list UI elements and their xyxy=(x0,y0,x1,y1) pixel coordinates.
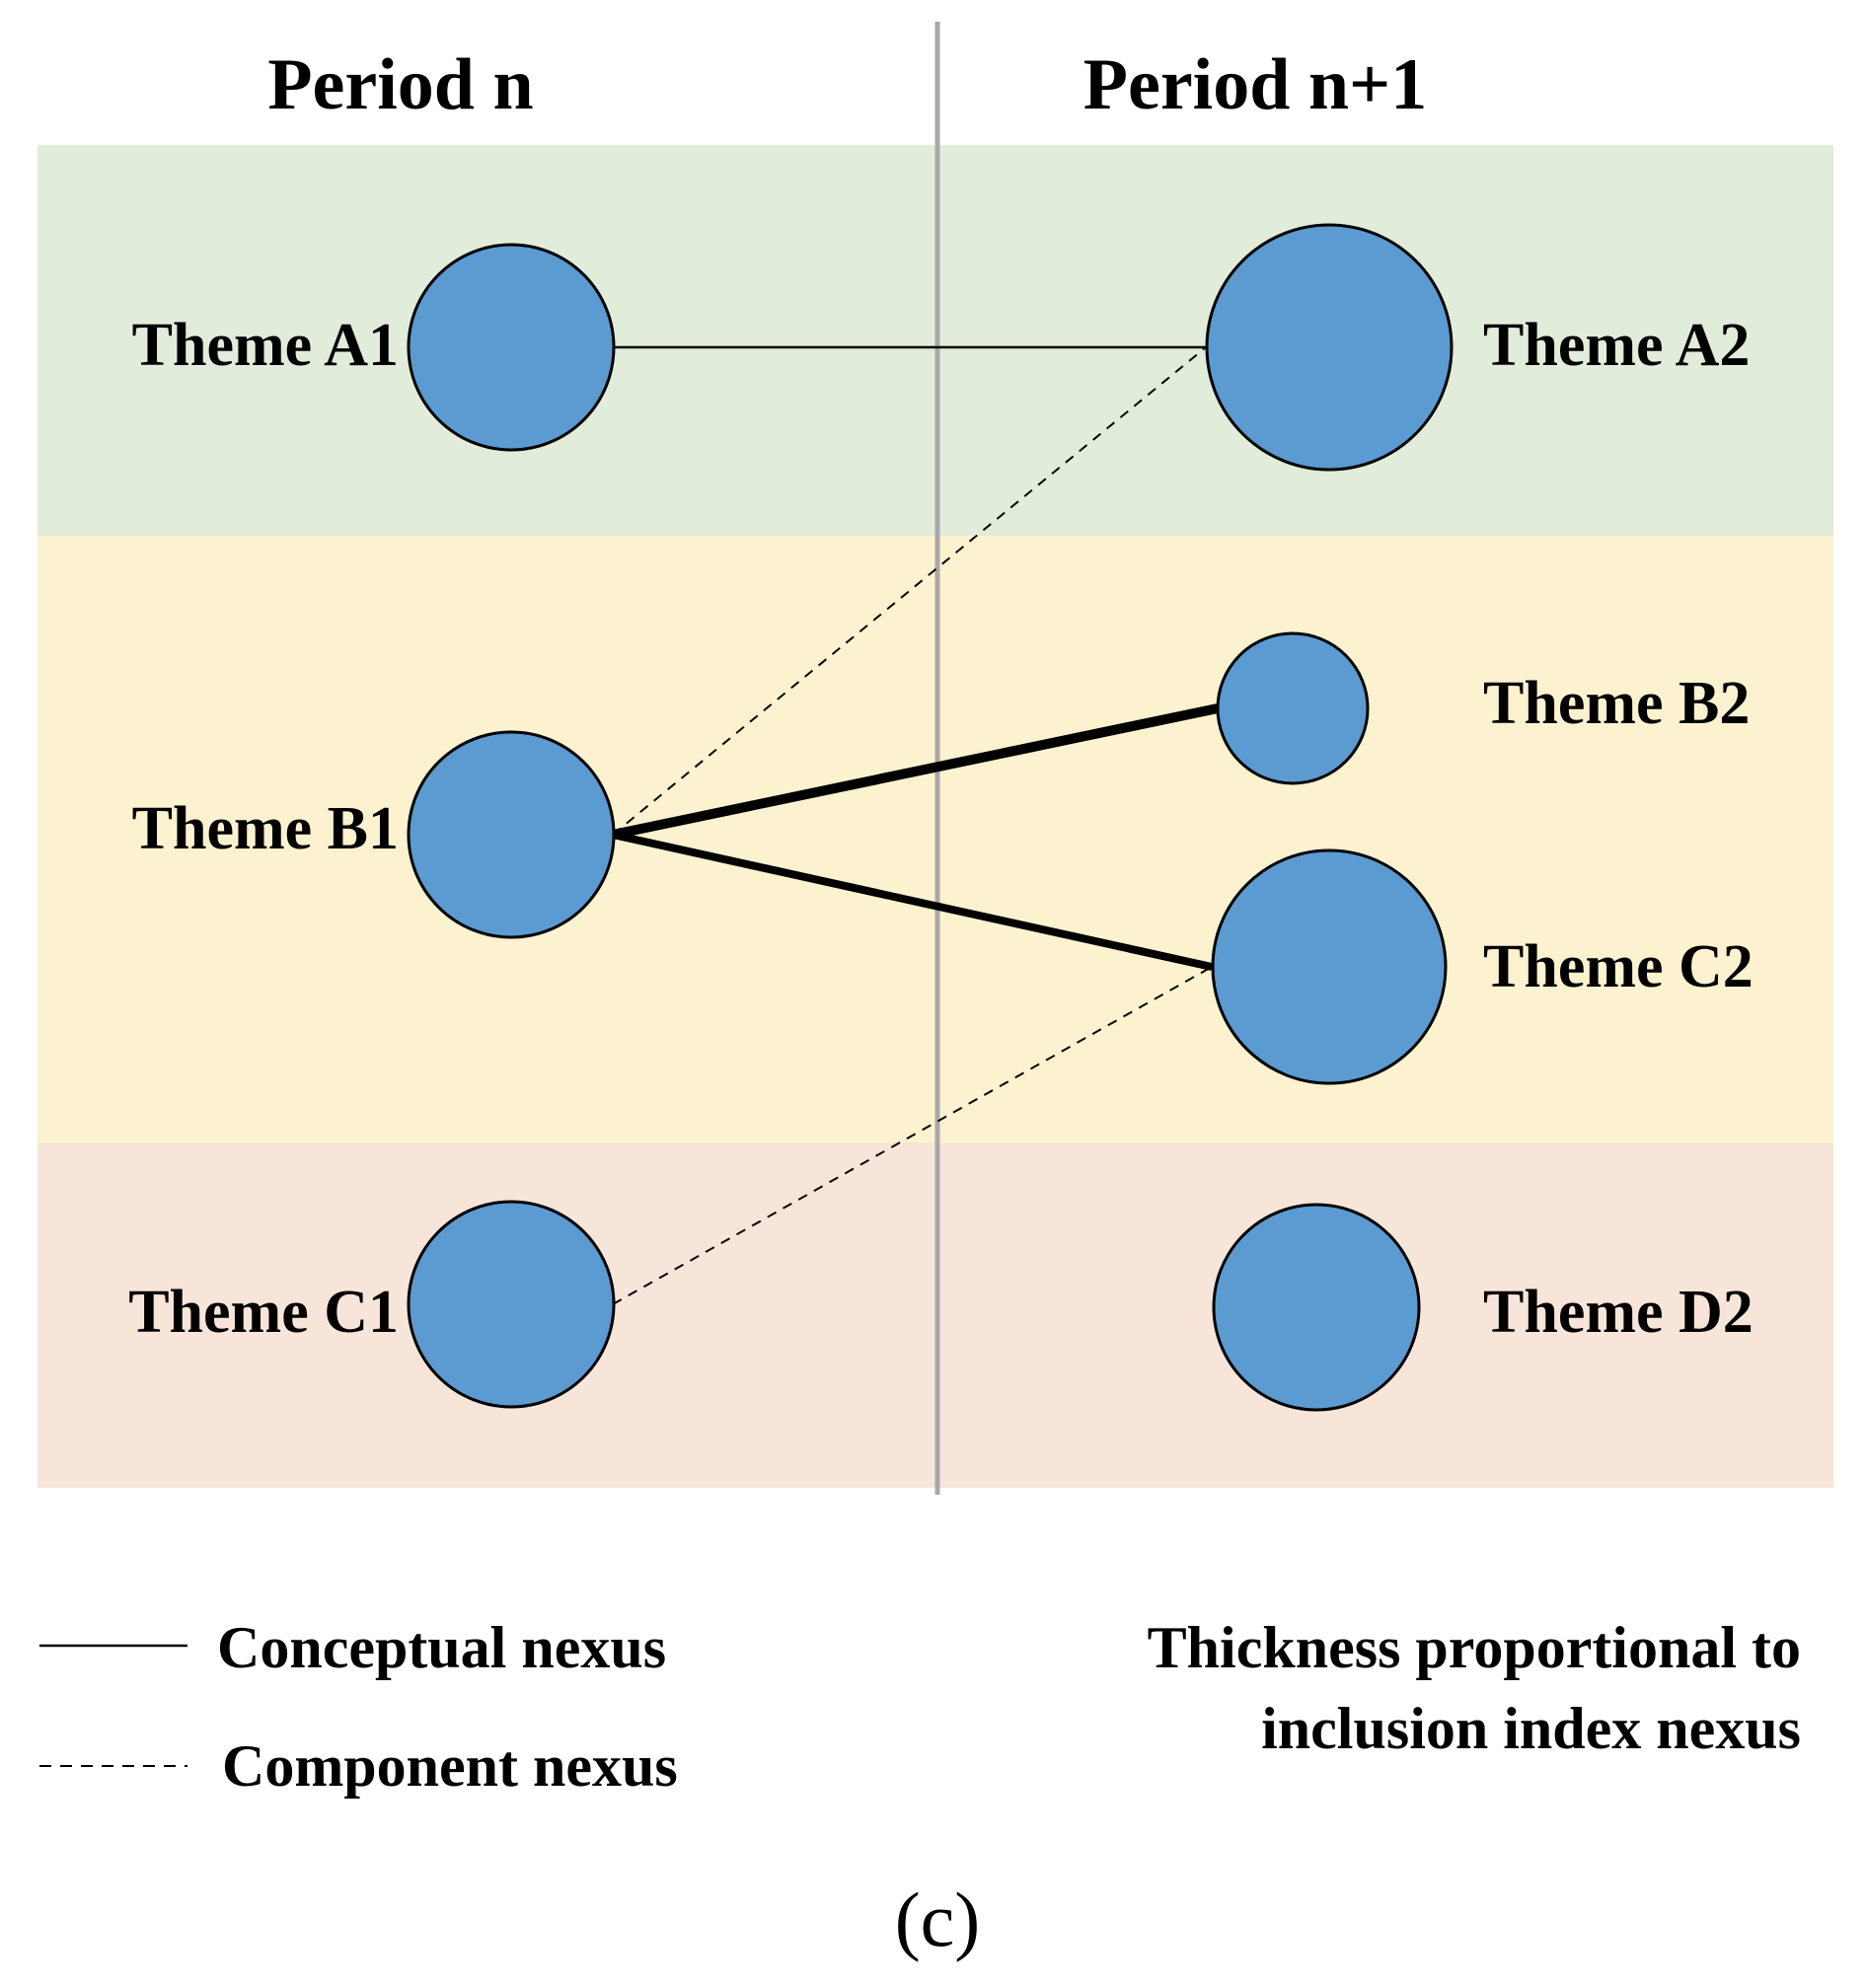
label-b2: Theme B2 xyxy=(1483,670,1750,737)
header-period-n: Period n xyxy=(267,44,533,125)
node-a1 xyxy=(407,243,616,452)
label-a2: Theme A2 xyxy=(1483,312,1750,379)
caption: (c) xyxy=(895,1877,981,1962)
node-b2 xyxy=(1216,631,1370,785)
links xyxy=(611,345,1220,1305)
header-period-n1: Period n+1 xyxy=(1083,44,1427,125)
node-b1 xyxy=(407,730,616,939)
label-b1: Theme B1 xyxy=(132,795,399,862)
link-b1-a2 xyxy=(612,346,1207,836)
node-c2 xyxy=(1211,848,1448,1085)
legend-thickness-line1: Thickness proportional to xyxy=(1148,1615,1801,1680)
node-c1 xyxy=(407,1200,616,1409)
link-b1-c2 xyxy=(612,831,1213,971)
legend: Conceptual nexus Component nexus Thickne… xyxy=(39,1615,1801,1799)
node-a2 xyxy=(1205,223,1454,472)
link-c1-c2 xyxy=(612,966,1213,1305)
link-b1-b2 xyxy=(611,703,1220,840)
legend-conceptual-label: Conceptual nexus xyxy=(217,1615,666,1680)
label-c1: Theme C1 xyxy=(128,1279,399,1346)
node-d2 xyxy=(1212,1203,1421,1412)
label-a1: Theme A1 xyxy=(132,312,399,379)
label-d2: Theme D2 xyxy=(1483,1279,1754,1346)
legend-thickness-line2: inclusion index nexus xyxy=(1261,1696,1801,1761)
label-c2: Theme C2 xyxy=(1483,933,1754,1000)
legend-component-label: Component nexus xyxy=(222,1733,678,1799)
